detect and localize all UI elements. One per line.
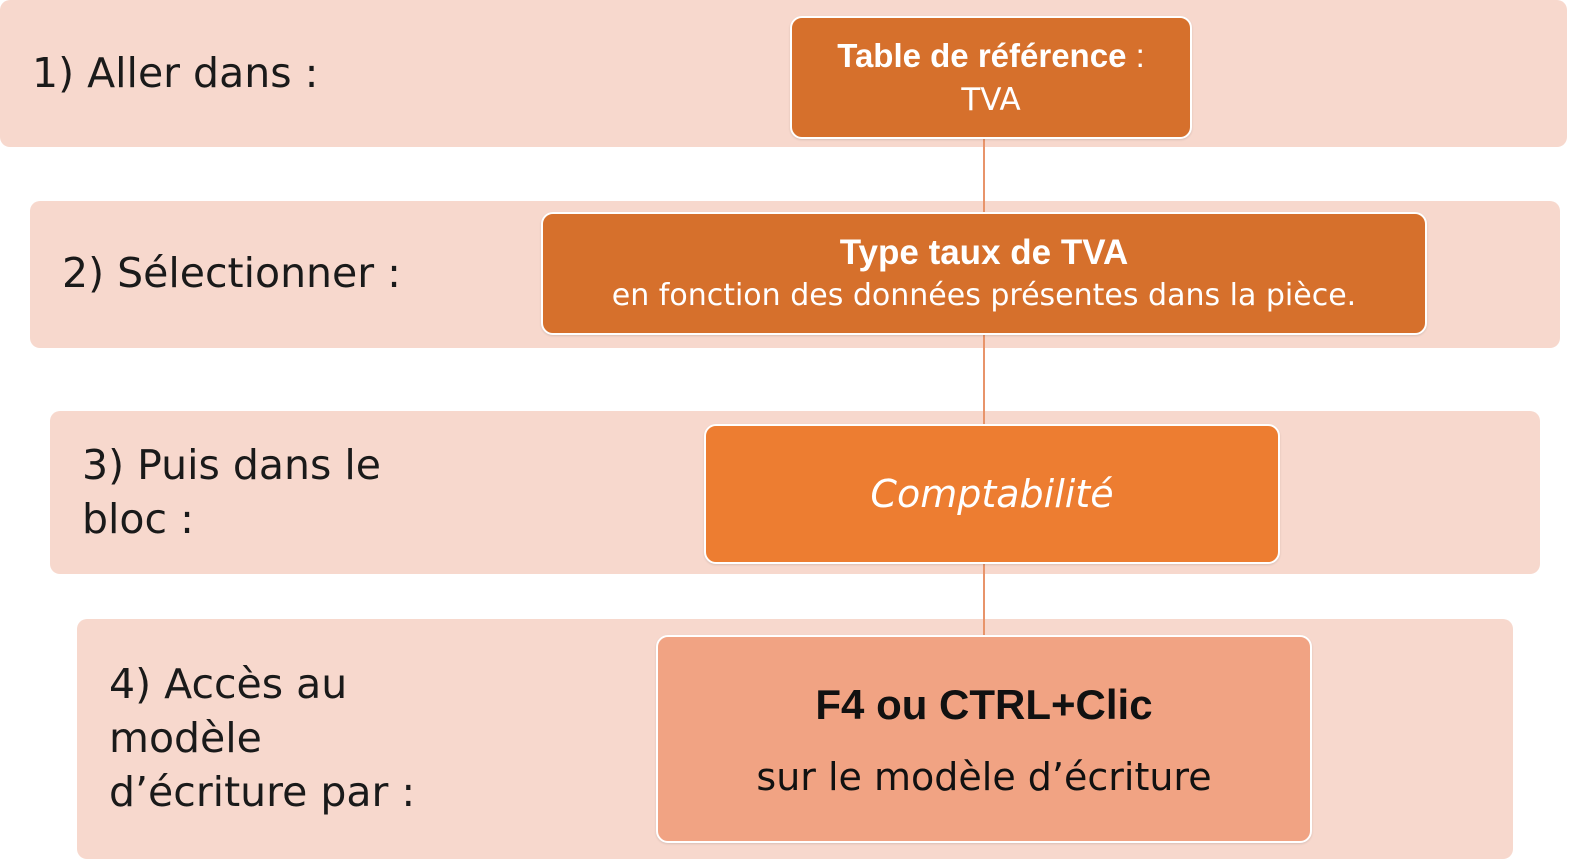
step-1-box-title: Table de référence — [837, 36, 1127, 74]
step-3-label: 3) Puis dans le bloc : — [82, 441, 382, 543]
step-1-box-title-line: Table de référence : — [837, 34, 1145, 78]
connector-3-4 — [983, 563, 985, 637]
connector-1-2 — [983, 138, 985, 214]
step-1-band — [0, 0, 1567, 147]
step-4-box-title: F4 ou CTRL+Clic — [815, 681, 1153, 728]
connector-2-3 — [983, 333, 985, 425]
step-4-box: F4 ou CTRL+Clic sur le modèle d’écriture — [656, 635, 1312, 843]
step-2-box-subtitle: en fonction des données présentes dans l… — [611, 277, 1357, 313]
step-1-box-title-suffix: : — [1126, 36, 1145, 74]
step-4-label: 4) Accès au modèle d’écriture par : — [109, 660, 416, 816]
step-1-box-subtitle: TVA — [961, 81, 1021, 118]
step-2-box: Type taux de TVA en fonction des données… — [541, 212, 1427, 335]
step-1-label: 1) Aller dans : — [32, 49, 319, 97]
step-3-box-text: Comptabilité — [870, 472, 1114, 516]
step-1-box: Table de référence : TVA — [790, 16, 1192, 139]
step-2-label: 2) Sélectionner : — [62, 249, 401, 297]
step-2-box-title: Type taux de TVA — [839, 232, 1129, 272]
step-4-box-subtitle: sur le modèle d’écriture — [756, 755, 1212, 799]
step-3-box: Comptabilité — [704, 424, 1280, 564]
